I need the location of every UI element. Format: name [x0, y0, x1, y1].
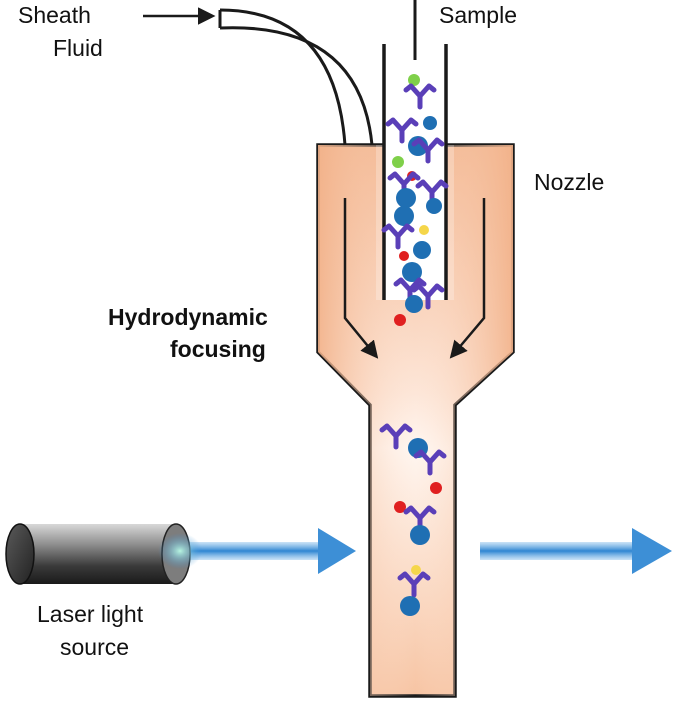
laser-source-label-line1: Laser light: [37, 601, 144, 627]
laser-cylinder-icon: [5, 523, 202, 585]
hydrodynamic-focusing-label-line2: focusing: [170, 336, 266, 362]
beam-arrow-icon: [480, 528, 672, 574]
channel-particles: [382, 426, 444, 616]
sheath-fluid-label-line2: Fluid: [53, 35, 103, 61]
laser-source-label-line2: source: [60, 634, 129, 660]
sheath-fluid-tube: [218, 8, 374, 146]
beam-arrow-icon: [170, 528, 356, 574]
nozzle-label: Nozzle: [534, 169, 604, 195]
sample-label: Sample: [439, 2, 517, 28]
sheath-fluid-label-line1: Sheath: [18, 2, 91, 28]
flow-arrow-icon: [343, 198, 379, 359]
hydrodynamic-focusing-label-line1: Hydrodynamic: [108, 304, 268, 330]
flow-arrow-icon: [449, 198, 486, 359]
sample-particles: [384, 74, 446, 326]
